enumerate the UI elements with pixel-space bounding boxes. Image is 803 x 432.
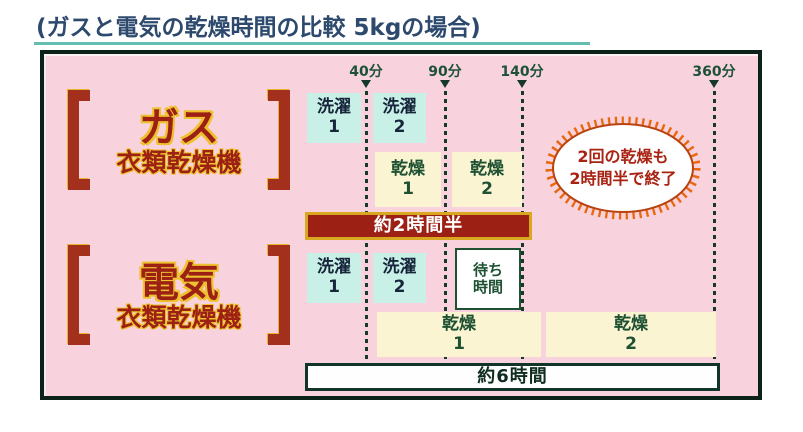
electric-dry1-box: 乾燥 1: [377, 312, 541, 357]
starburst-icon: [545, 116, 701, 220]
tick-label-360min: 360分: [692, 64, 736, 80]
electric-subtitle: 衣類乾燥機: [116, 303, 242, 333]
page-title: (ガスと電気の乾燥時間の比較 5kgの場合): [36, 15, 481, 41]
electric-wash1-box: 洗濯 1: [307, 253, 361, 303]
bracket-left-icon: [68, 90, 90, 190]
bracket-left-icon: [68, 245, 90, 345]
electric-machine-label: 電気 衣類乾燥機: [68, 245, 290, 349]
gas-subtitle: 衣類乾燥機: [116, 148, 242, 178]
electric-wash2-box: 洗濯 2: [373, 253, 426, 303]
bracket-right-icon: [268, 90, 290, 190]
tick-arrow-icon: [709, 80, 719, 88]
gridline-360min: [713, 91, 716, 362]
tick-arrow-icon: [440, 80, 450, 88]
electric-total-bar: 約6時間: [305, 363, 720, 391]
electric-name: 電気: [139, 260, 219, 307]
gas-dry1-box: 乾燥 1: [375, 152, 441, 207]
badge-text: 2回の乾燥も 2時間半で終了: [569, 147, 677, 188]
gas-machine-label: ガス 衣類乾燥機: [68, 90, 290, 194]
gas-wash2-box: 洗濯 2: [373, 93, 426, 143]
tick-arrow-icon: [361, 80, 371, 88]
gas-name: ガス: [139, 105, 219, 152]
chart-frame: 40分 90分 140分 360分 ガス 衣類乾燥機 洗濯 1 洗濯 2 乾燥 …: [40, 50, 762, 400]
electric-dry2-box: 乾燥 2: [546, 312, 716, 357]
gas-wash1-box: 洗濯 1: [307, 93, 361, 143]
gas-dry2-box: 乾燥 2: [452, 152, 522, 207]
tick-label-90min: 90分: [428, 64, 462, 80]
electric-wait-box: 待ち 時間: [455, 248, 521, 310]
gas-total-bar: 約2時間半: [305, 212, 532, 240]
tick-label-140min: 140分: [500, 64, 544, 80]
tick-label-40min: 40分: [349, 64, 383, 80]
title-underline: [34, 42, 590, 45]
tick-arrow-icon: [517, 80, 527, 88]
drying-time-badge: 2回の乾燥も 2時間半で終了: [540, 112, 706, 224]
bracket-right-icon: [268, 245, 290, 345]
